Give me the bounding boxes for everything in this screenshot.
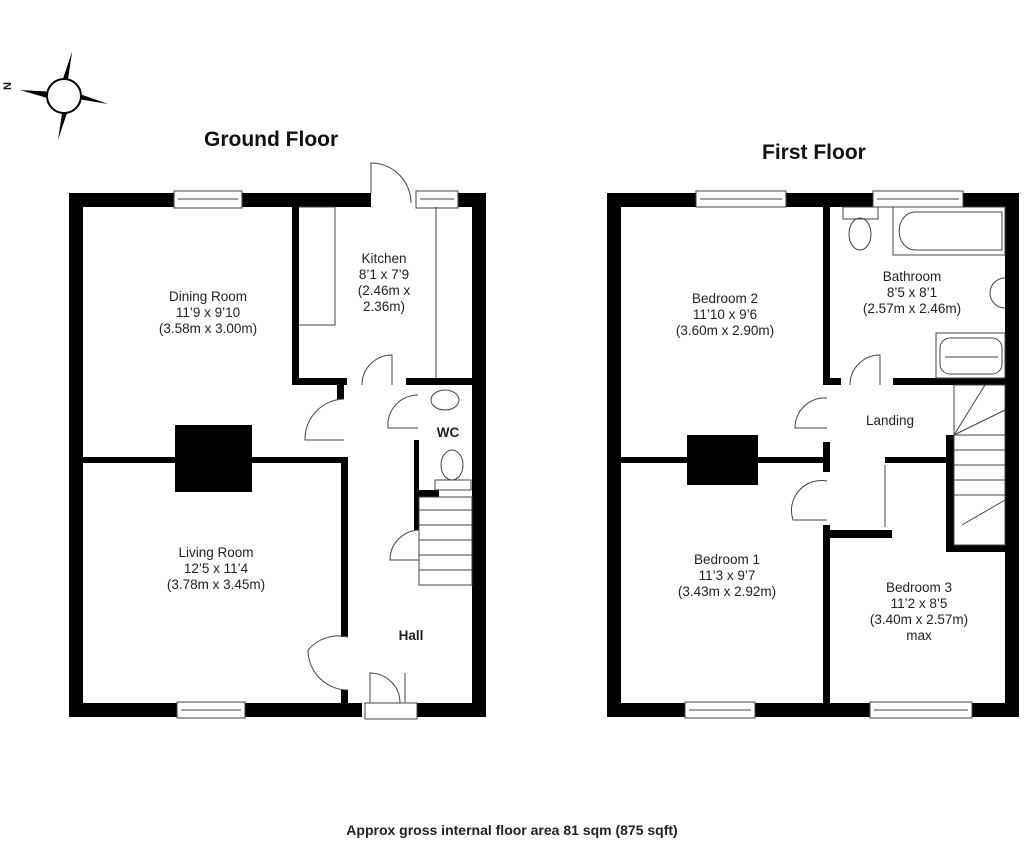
room-name: Living Room: [178, 545, 254, 560]
room-imperial: 11’2 x 8’5: [890, 596, 948, 611]
room-label-bathroom: Bathroom 8’5 x 8’1 (2.57m x 2.46m): [863, 269, 961, 317]
room-label-bedroom-1: Bedroom 1 11’3 x 9’7 (3.43m x 2.92m): [678, 552, 776, 600]
room-label-hall: Hall: [399, 628, 424, 644]
room-metric: (3.78m x 3.45m): [166, 577, 266, 592]
room-imperial: 11’3 x 9’7: [698, 568, 756, 583]
room-label-living-room: Living Room 12’5 x 11’4 (3.78m x 3.45m): [167, 545, 265, 593]
ground-floor-fixtures: [173, 162, 473, 720]
room-metric: (3.40m x 2.57m): [869, 612, 969, 627]
room-imperial: 11’9 x 9’10: [175, 305, 241, 320]
room-metric: (3.60m x 2.90m): [675, 323, 775, 338]
first-floor-title: First Floor: [762, 141, 866, 164]
compass-rose-icon: [20, 52, 108, 140]
ground-floor-plan: [69, 193, 486, 717]
floor-area-note: Approx gross internal floor area 81 sqm …: [346, 822, 678, 838]
compass-north-label: N: [1, 82, 14, 90]
room-imperial: 11’10 x 9’6: [692, 307, 758, 322]
ground-floor-title: Ground Floor: [204, 128, 339, 151]
room-name: Kitchen: [361, 251, 407, 266]
room-note: max: [906, 628, 932, 643]
room-name: Bedroom 1: [693, 552, 761, 567]
room-label-dining-room: Dining Room 11’9 x 9’10 (3.58m x 3.00m): [159, 289, 257, 337]
room-name: WC: [436, 425, 460, 440]
room-imperial: 8’5 x 8’1: [886, 285, 938, 300]
room-metric: (3.43m x 2.92m): [677, 584, 777, 599]
room-name: Bedroom 3: [885, 580, 953, 595]
room-imperial: 8’1 x 7’9: [358, 267, 410, 282]
room-name: Hall: [398, 628, 424, 643]
room-label-landing: Landing: [866, 413, 914, 429]
room-label-kitchen: Kitchen 8’1 x 7’9 (2.46m x 2.36m): [358, 251, 411, 315]
room-name: Bathroom: [882, 269, 942, 284]
room-metric: (2.57m x 2.46m): [862, 301, 962, 316]
room-name: Bedroom 2: [691, 291, 759, 306]
room-label-bedroom-3: Bedroom 3 11’2 x 8’5 (3.40m x 2.57m) max: [870, 580, 968, 644]
room-label-bedroom-2: Bedroom 2 11’10 x 9’6 (3.60m x 2.90m): [676, 291, 774, 339]
room-metric: 2.36m): [362, 299, 406, 314]
room-imperial: 12’5 x 11’4: [183, 561, 249, 576]
room-name: Landing: [865, 413, 915, 428]
room-metric: (3.58m x 3.00m): [158, 321, 258, 336]
room-label-wc: WC: [437, 425, 460, 441]
room-name: Dining Room: [168, 289, 248, 304]
first-floor-fixtures: [684, 190, 1006, 719]
first-floor-plan: [607, 193, 1019, 717]
room-metric: (2.46m x: [357, 283, 411, 298]
